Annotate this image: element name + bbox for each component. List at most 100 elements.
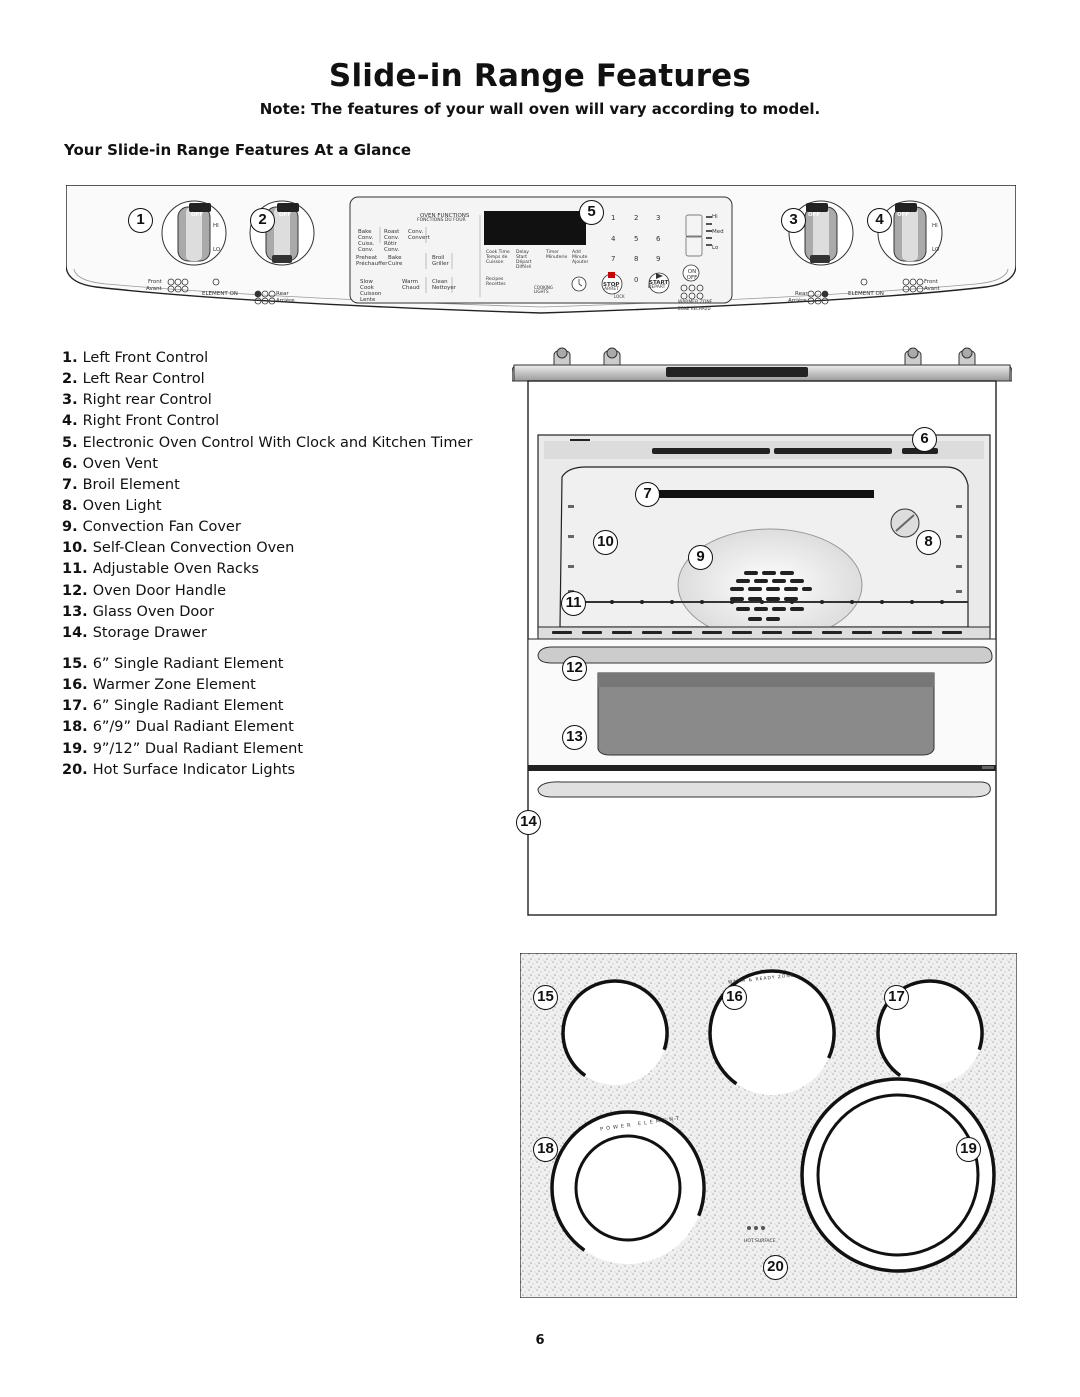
cook-time-button[interactable]: Cook Time Temps de Cuisson — [486, 250, 510, 265]
knob-right-front — [877, 200, 943, 266]
knob-hi-1: HI — [213, 223, 219, 229]
list-item: 5.Electronic Oven Control With Clock and… — [62, 434, 473, 451]
preheat-button[interactable]: Preheat Préchauffer — [356, 255, 388, 268]
broil-button[interactable]: Broil Griller — [432, 255, 449, 268]
knob-left-front — [161, 200, 227, 266]
knob-off-3: OFF — [808, 212, 821, 218]
warmer-hi: Hi — [712, 214, 718, 220]
callout-6: 6 — [912, 427, 937, 452]
warmer-on-off-button[interactable]: ON OFF — [686, 269, 698, 282]
cooking-lights-label: COOKING LIGHTS — [534, 285, 553, 295]
warmer-lo: Lo — [712, 245, 719, 251]
key-8[interactable]: 8 — [634, 255, 639, 263]
list-item: 19.9”/12” Dual Radiant Element — [62, 740, 304, 757]
stop-button[interactable]: STOP — [603, 282, 620, 288]
lock-label: LOCK — [614, 294, 625, 299]
callout-10: 10 — [593, 530, 618, 555]
section-subtitle: Your Slide-in Range Features At a Glance — [64, 141, 412, 159]
key-7[interactable]: 7 — [611, 255, 616, 263]
control-panel-drawing — [65, 184, 1017, 314]
callout-11: 11 — [561, 591, 586, 616]
knob-low-3: LOW — [814, 266, 827, 272]
clean-button[interactable]: Clean Nettoyer — [432, 279, 457, 292]
key-9[interactable]: 9 — [656, 255, 661, 263]
key-2[interactable]: 2 — [634, 214, 639, 222]
add-minute-button[interactable]: Add Minute Ajouter — [572, 250, 589, 265]
callout-4: 4 — [867, 208, 892, 233]
callout-20: 20 — [763, 1255, 788, 1280]
warm-button[interactable]: Warm Chaud — [402, 279, 420, 292]
rear-label-right-fr: Arrière — [788, 298, 807, 304]
element-on-left: ELEMENT ON — [202, 291, 238, 297]
rear-label-left-fr: Arrière — [276, 298, 295, 304]
key-0[interactable]: 0 — [634, 276, 639, 284]
list-item: 16.Warmer Zone Element — [62, 677, 256, 694]
key-1[interactable]: 1 — [611, 214, 616, 222]
hot-surface-light — [747, 1226, 751, 1230]
feature-list: 1.Left Front Control 2.Left Rear Control… — [62, 348, 512, 781]
callout-8: 8 — [916, 530, 941, 555]
slow-cook-button[interactable]: Slow Cook Cuisson Lente — [360, 279, 382, 304]
rear-label-left: Rear — [276, 291, 289, 297]
list-item: 10.Self-Clean Convection Oven — [62, 540, 295, 557]
list-item: 20.Hot Surface Indicator Lights — [62, 761, 296, 778]
warmer-zone-label-fr: ZONE RÉCHAUD — [678, 306, 711, 311]
oven-functions-label: OVEN FUNCTIONS — [420, 213, 470, 219]
list-item: 12.Oven Door Handle — [62, 582, 227, 599]
front-label-left: Front — [148, 279, 162, 285]
roast-conv-button[interactable]: Roast Conv. Rôtir Conv. — [384, 229, 400, 254]
list-item: 1.Left Front Control — [62, 350, 209, 366]
rear-label-right: Rear — [795, 291, 808, 297]
timer-button[interactable]: Timer Minuterie — [546, 250, 568, 260]
bake-button[interactable]: Bake Cuire — [388, 255, 403, 268]
list-item: 11.Adjustable Oven Racks — [62, 561, 259, 578]
list-item: 2.Left Rear Control — [62, 371, 205, 388]
knob-off-2: OFF — [279, 212, 292, 218]
delay-start-button[interactable]: Delay Start Départ Différé — [516, 250, 532, 270]
oven-functions-label-fr: FONCTIONS DU FOUR — [417, 218, 466, 223]
knob-hi-4: HI — [932, 223, 938, 229]
callout-18: 18 — [533, 1137, 558, 1162]
list-item: 3.Right rear Control — [62, 392, 212, 409]
list-item: 7.Broil Element — [62, 476, 180, 493]
callout-7: 7 — [635, 482, 660, 507]
callout-16: 16 — [722, 985, 747, 1010]
knob-lo-4: LO — [932, 247, 940, 253]
key-3[interactable]: 3 — [656, 214, 661, 222]
callout-17: 17 — [884, 985, 909, 1010]
front-label-left-fr: Avant — [146, 286, 162, 292]
list-item: 8.Oven Light — [62, 497, 162, 514]
page-title: Slide-in Range Features — [328, 58, 752, 94]
warmer-med: Med — [712, 229, 724, 235]
key-6[interactable]: 6 — [656, 235, 661, 243]
bake-conv-button[interactable]: Bake Conv. Cuiss. Conv. — [358, 229, 375, 254]
conv-convert-button[interactable]: Conv. Convert — [408, 229, 430, 242]
callout-5: 5 — [579, 200, 604, 225]
warmer-zone-label: WARMER ZONE — [678, 300, 713, 305]
knob-low-2: LOW — [276, 266, 289, 272]
list-item: 4.Right Front Control — [62, 413, 220, 430]
list-item: 14.Storage Drawer — [62, 624, 207, 641]
start-button[interactable]: START — [649, 280, 669, 286]
element-on-right: ELEMENT ON — [848, 291, 884, 297]
start-button-fr: DÉPART — [648, 285, 666, 290]
hot-surface-light — [761, 1226, 765, 1230]
page-number: 6 — [535, 1333, 545, 1348]
callout-9: 9 — [688, 545, 713, 570]
callout-2: 2 — [250, 208, 275, 233]
recipes-button[interactable]: Recipes Recettes — [486, 277, 506, 287]
control-panel-illustration: OFF OFF OFF OFF HI LO LOW LOW HI LO Fron… — [65, 184, 1017, 321]
list-item: 9.Convection Fan Cover — [62, 519, 241, 536]
knob-lo-1: LO — [213, 247, 221, 253]
callout-14: 14 — [516, 810, 541, 835]
list-item: 17.6” Single Radiant Element — [62, 698, 284, 715]
callout-1: 1 — [128, 208, 153, 233]
callout-15: 15 — [533, 985, 558, 1010]
list-item: 6.Oven Vent — [62, 455, 158, 472]
front-label-right-fr: Avant — [924, 286, 940, 292]
callout-12: 12 — [562, 656, 587, 681]
callout-13: 13 — [562, 725, 587, 750]
knob-off-1: OFF — [191, 212, 204, 218]
key-5[interactable]: 5 — [634, 235, 639, 243]
key-4[interactable]: 4 — [611, 235, 616, 243]
